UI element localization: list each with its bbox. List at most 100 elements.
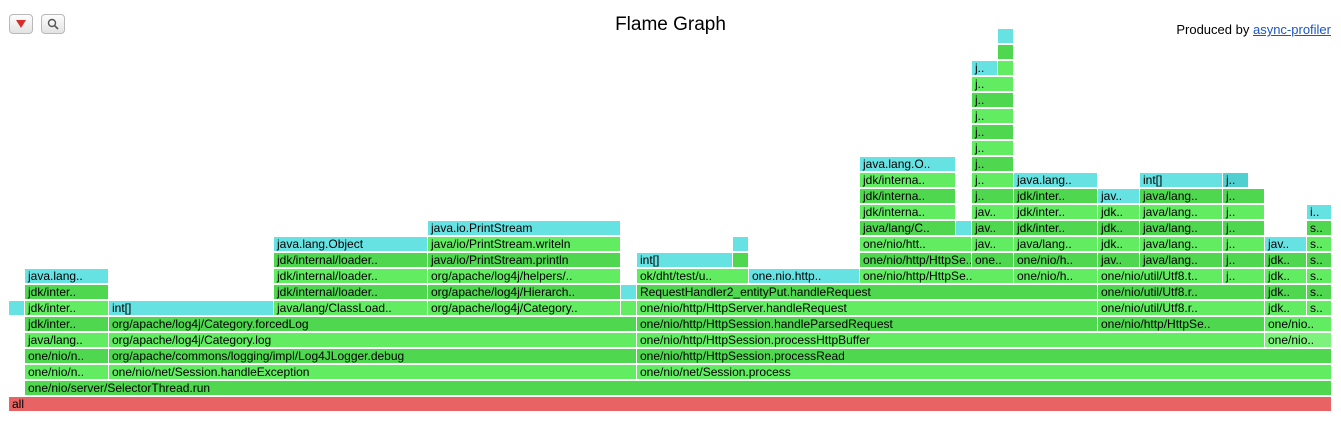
flame-frame[interactable]: j.. bbox=[972, 189, 1014, 204]
flame-frame[interactable]: jdk/inter.. bbox=[25, 285, 109, 300]
flame-frame[interactable]: s.. bbox=[1307, 253, 1332, 268]
async-profiler-link[interactable]: async-profiler bbox=[1252, 22, 1331, 37]
flame-frame[interactable]: one/nio/util/Utf8.t.. bbox=[1098, 269, 1223, 284]
flame-frame[interactable]: RequestHandler2_entityPut.handleRequest bbox=[637, 285, 1098, 300]
flame-frame[interactable]: one/nio/htt.. bbox=[860, 237, 972, 252]
flame-frame[interactable]: jdk/internal/loader.. bbox=[274, 253, 428, 268]
flame-frame[interactable]: org/apache/log4j/Category.forcedLog bbox=[109, 317, 637, 332]
flame-frame[interactable]: java/lang.. bbox=[1140, 253, 1223, 268]
flame-frame[interactable]: org/apache/log4j/helpers/.. bbox=[428, 269, 621, 284]
flame-frame[interactable]: j.. bbox=[972, 77, 1014, 92]
flame-frame[interactable]: int[] bbox=[637, 253, 733, 268]
flame-frame[interactable] bbox=[621, 285, 637, 300]
flame-frame[interactable]: one/nio/net/Session.handleException bbox=[109, 365, 637, 380]
flame-frame[interactable]: one/nio/http/HttpSe.. bbox=[860, 269, 1014, 284]
flame-frame[interactable]: one/nio/n.. bbox=[25, 349, 109, 364]
reverse-button[interactable] bbox=[9, 14, 33, 34]
flame-frame[interactable]: s.. bbox=[1307, 269, 1332, 284]
flame-frame[interactable]: java.io.PrintStream bbox=[428, 221, 621, 236]
flame-frame[interactable]: one/nio.. bbox=[1265, 317, 1332, 332]
flame-frame[interactable]: java/lang/ClassLoad.. bbox=[274, 301, 428, 316]
flame-frame[interactable]: jav.. bbox=[972, 205, 1014, 220]
flame-frame[interactable]: one.nio.http.. bbox=[749, 269, 860, 284]
flame-frame[interactable]: one/nio.. bbox=[1265, 333, 1332, 348]
flame-frame[interactable]: ok/dht/test/u.. bbox=[637, 269, 749, 284]
flame-frame[interactable]: one/nio/h.. bbox=[1014, 269, 1098, 284]
flame-frame[interactable]: int[] bbox=[1140, 173, 1223, 188]
flame-frame[interactable]: jav.. bbox=[1098, 253, 1140, 268]
flame-frame[interactable]: j.. bbox=[972, 125, 1014, 140]
flame-frame[interactable]: one/nio/net/Session.process bbox=[637, 365, 1332, 380]
flame-frame[interactable]: j.. bbox=[972, 109, 1014, 124]
flame-frame[interactable]: one/nio/http/HttpSession.processRead bbox=[637, 349, 1332, 364]
flame-frame[interactable]: java.lang.. bbox=[1014, 173, 1098, 188]
flame-frame[interactable]: j.. bbox=[972, 173, 1014, 188]
flame-frame[interactable]: j.. bbox=[1223, 205, 1265, 220]
flame-frame[interactable]: one.. bbox=[972, 253, 1014, 268]
flame-frame[interactable]: one/nio/util/Utf8.r.. bbox=[1098, 285, 1265, 300]
flame-frame[interactable]: jdk/internal/loader.. bbox=[274, 285, 428, 300]
flame-frame[interactable]: one/nio/n.. bbox=[25, 365, 109, 380]
flame-frame[interactable]: one/nio/http/HttpServer.handleRequest bbox=[637, 301, 1098, 316]
flame-frame[interactable]: jdk/inter.. bbox=[1014, 189, 1098, 204]
flame-frame[interactable]: s.. bbox=[1307, 221, 1332, 236]
flame-frame[interactable] bbox=[621, 301, 637, 316]
flame-frame[interactable] bbox=[998, 61, 1014, 76]
flame-frame[interactable]: jdk.. bbox=[1265, 301, 1307, 316]
flame-frame[interactable]: one/nio/http/HttpSe.. bbox=[1098, 317, 1265, 332]
flame-frame[interactable]: j.. bbox=[1223, 269, 1265, 284]
flame-frame[interactable]: org/apache/log4j/Hierarch.. bbox=[428, 285, 621, 300]
flame-frame[interactable]: java/lang.. bbox=[1140, 205, 1223, 220]
flame-frame[interactable]: org/apache/commons/logging/impl/Log4JLog… bbox=[109, 349, 637, 364]
flame-frame[interactable]: all bbox=[9, 397, 1332, 412]
flame-frame[interactable]: java/lang.. bbox=[1014, 237, 1098, 252]
flame-frame[interactable]: s.. bbox=[1307, 301, 1332, 316]
flame-frame[interactable]: org/apache/log4j/Category.log bbox=[109, 333, 637, 348]
flame-frame[interactable]: java.lang.. bbox=[25, 269, 109, 284]
flame-frame[interactable]: one/nio/http/HttpSession.handleParsedReq… bbox=[637, 317, 1098, 332]
flame-frame[interactable]: j.. bbox=[972, 141, 1014, 156]
flame-frame[interactable]: jdk/interna.. bbox=[860, 173, 956, 188]
flame-frame[interactable]: jdk/inter.. bbox=[1014, 205, 1098, 220]
flame-frame[interactable]: jav.. bbox=[972, 237, 1014, 252]
flame-frame[interactable]: java/io/PrintStream.println bbox=[428, 253, 621, 268]
flame-frame[interactable]: jdk/inter.. bbox=[25, 317, 109, 332]
flame-frame[interactable]: java/lang.. bbox=[1140, 189, 1223, 204]
flame-frame[interactable]: one/nio/http/HttpSe.. bbox=[860, 253, 972, 268]
flame-frame[interactable]: jdk/inter.. bbox=[25, 301, 109, 316]
flame-frame[interactable]: jav.. bbox=[1265, 237, 1307, 252]
flame-frame[interactable]: java/lang.. bbox=[1140, 221, 1223, 236]
flame-frame[interactable]: java/lang.. bbox=[1140, 237, 1223, 252]
flame-frame[interactable]: jdk.. bbox=[1265, 269, 1307, 284]
flame-frame[interactable]: jav.. bbox=[1098, 189, 1140, 204]
flame-frame[interactable]: j.. bbox=[972, 93, 1014, 108]
flame-frame[interactable]: i.. bbox=[1307, 205, 1332, 220]
flame-frame[interactable]: j.. bbox=[972, 61, 998, 76]
flame-frame[interactable]: int[] bbox=[109, 301, 274, 316]
flame-frame[interactable]: one/nio/util/Utf8.r.. bbox=[1098, 301, 1265, 316]
flame-frame[interactable]: j.. bbox=[1223, 189, 1265, 204]
flame-frame[interactable]: s.. bbox=[1307, 285, 1332, 300]
flame-frame[interactable]: j.. bbox=[1223, 237, 1265, 252]
flame-frame[interactable] bbox=[998, 45, 1014, 60]
flame-frame[interactable]: jdk/inter.. bbox=[1014, 221, 1098, 236]
flame-frame[interactable]: one/nio/h.. bbox=[1014, 253, 1098, 268]
flame-frame[interactable] bbox=[998, 29, 1014, 44]
flame-frame[interactable]: jdk/internal/loader.. bbox=[274, 269, 428, 284]
flame-frame[interactable]: jdk.. bbox=[1265, 253, 1307, 268]
flame-frame[interactable]: java/io/PrintStream.writeln bbox=[428, 237, 621, 252]
flame-frame[interactable]: j.. bbox=[1223, 173, 1249, 188]
flame-frame[interactable]: s.. bbox=[1307, 237, 1332, 252]
flame-frame[interactable]: jdk/interna.. bbox=[860, 189, 956, 204]
flame-frame[interactable]: java.lang.O.. bbox=[860, 157, 956, 172]
flame-frame[interactable]: one/nio/server/SelectorThread.run bbox=[25, 381, 1332, 396]
flame-frame[interactable]: jdk.. bbox=[1098, 221, 1140, 236]
flame-frame[interactable]: one/nio/http/HttpSession.processHttpBuff… bbox=[637, 333, 1265, 348]
search-button[interactable] bbox=[41, 14, 65, 34]
flame-frame[interactable] bbox=[956, 221, 972, 236]
flame-frame[interactable]: j.. bbox=[1223, 221, 1265, 236]
flame-frame[interactable] bbox=[733, 237, 749, 252]
flame-frame[interactable]: java/lang.. bbox=[25, 333, 109, 348]
flame-frame[interactable]: jdk/interna.. bbox=[860, 205, 956, 220]
flame-frame[interactable]: jav.. bbox=[972, 221, 1014, 236]
